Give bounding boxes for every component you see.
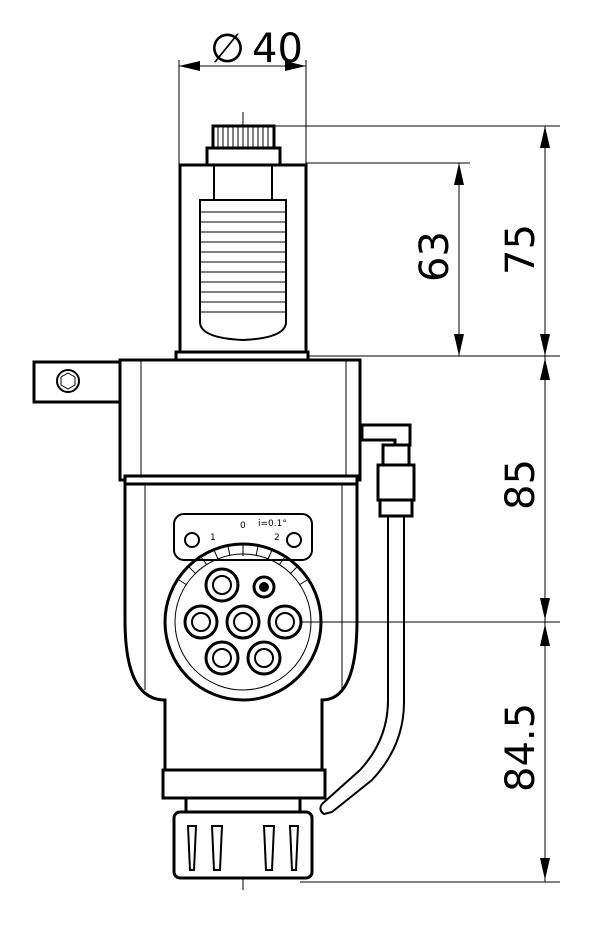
diameter-value: 40 (252, 26, 303, 72)
dial-label-right2: 2 (274, 533, 280, 543)
coolant-hose (319, 423, 416, 816)
dial-ticks (178, 544, 308, 586)
dimension-84-5: 84.5 (498, 622, 550, 882)
dim-75-text: 75 (498, 224, 544, 275)
main-body (118, 358, 362, 800)
diameter-dimension: ∅ 40 (178, 26, 307, 165)
dimension-63: 63 (412, 163, 464, 356)
shank (174, 124, 310, 362)
dimension-75: 75 (498, 126, 550, 356)
clamp-bracket (32, 360, 128, 404)
extension-lines (274, 125, 560, 883)
collet-nut (172, 796, 314, 880)
dial-label-right: i=0.1° (258, 519, 287, 529)
dial-label-mid: 0 (240, 521, 246, 531)
coolant-nozzles (183, 567, 303, 676)
dial-label-left: 1 (210, 533, 216, 543)
dim-84-5-text: 84.5 (498, 703, 544, 792)
dimension-85: 85 (498, 356, 550, 622)
adjustment-dial: 1 0 i=0.1° 2 (163, 513, 323, 702)
diameter-symbol: ∅ (210, 26, 245, 72)
dim-63-text: 63 (412, 231, 458, 282)
dim-85-text: 85 (498, 459, 544, 510)
